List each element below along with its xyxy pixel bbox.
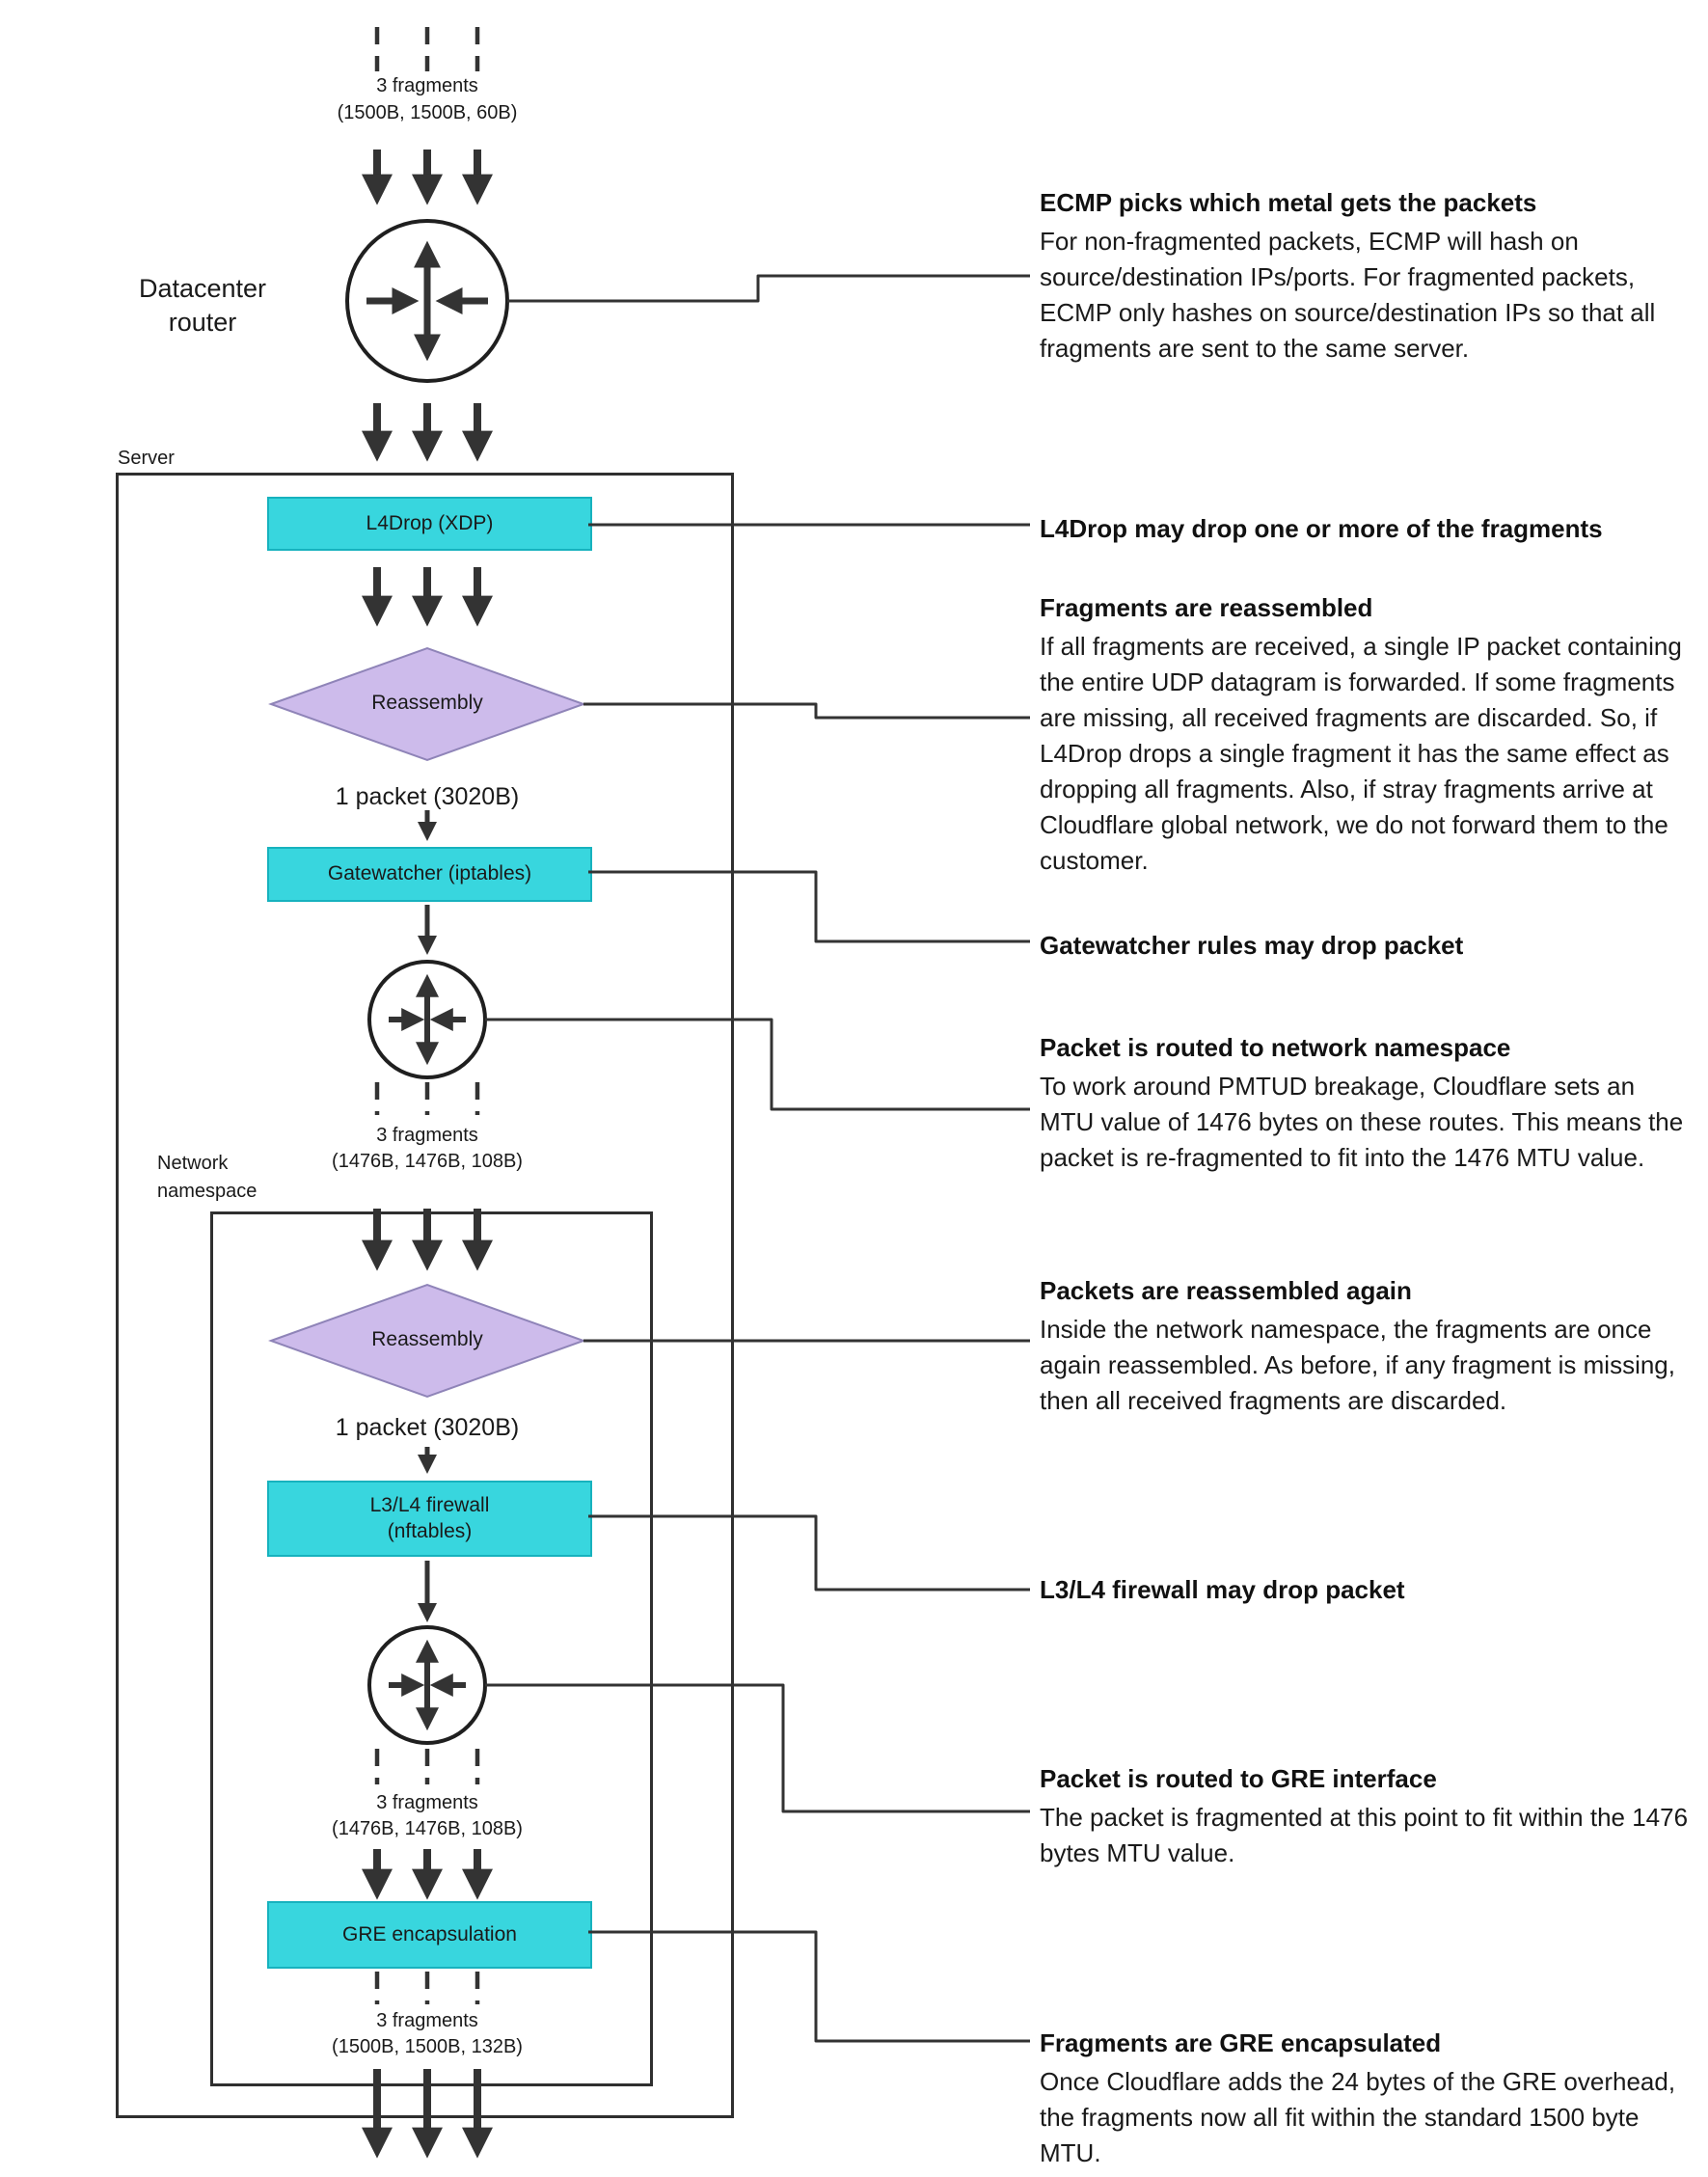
datacenter-router-label: Datacenter router [96, 272, 309, 340]
annotation-gatewatcher: Gatewatcher rules may drop packet [1040, 928, 1695, 963]
output-fragments-count-label: 3 fragments [376, 2010, 478, 2031]
network-namespace-label-line1: Network [157, 1153, 229, 1174]
datacenter-router-label-line1: Datacenter [138, 274, 267, 303]
annotation-ecmp-title: ECMP picks which metal gets the packets [1040, 188, 1537, 217]
annotation-gre-encapsulated: Fragments are GRE encapsulated Once Clou… [1040, 2026, 1695, 2171]
netns-fragments-count-label: 3 fragments [376, 1125, 478, 1146]
datacenter-router-label-line2: router [168, 308, 237, 337]
top-fragments-sizes-label: (1500B, 1500B, 60B) [337, 102, 518, 123]
annotation-gre-encapsulated-title: Fragments are GRE encapsulated [1040, 2028, 1442, 2057]
netns-fragments-sizes-label: (1476B, 1476B, 108B) [332, 1151, 523, 1172]
packet-arrows-into-server [362, 403, 493, 462]
annotation-reassembled-again-title: Packets are reassembled again [1040, 1276, 1412, 1305]
annotation-route-netns-title: Packet is routed to network namespace [1040, 1033, 1511, 1062]
gre-input-fragments-count-label: 3 fragments [376, 1792, 478, 1813]
network-namespace-label-line2: namespace [157, 1181, 258, 1202]
packet-arrows-into-router [362, 150, 493, 205]
annotation-route-netns-body: To work around PMTUD breakage, Cloudflar… [1040, 1072, 1684, 1172]
connector-ecmp [507, 274, 1030, 303]
gatewatcher-label: Gatewatcher (iptables) [327, 862, 532, 885]
annotation-ecmp-body: For non-fragmented packets, ECMP will ha… [1040, 227, 1656, 363]
output-fragments-sizes-label: (1500B, 1500B, 132B) [332, 2036, 523, 2057]
l4drop-label: L4Drop (XDP) [366, 511, 494, 534]
annotation-firewall: L3/L4 firewall may drop packet [1040, 1572, 1695, 1607]
annotation-reassembled-body: If all fragments are received, a single … [1040, 632, 1682, 875]
firewall-label-line2: (nftables) [387, 1519, 473, 1542]
gatewatcher-box: Gatewatcher (iptables) [267, 847, 592, 902]
annotation-ecmp: ECMP picks which metal gets the packets … [1040, 185, 1695, 367]
reassembly-diamond-label-1: Reassembly [371, 692, 483, 714]
annotation-route-gre-body: The packet is fragmented at this point t… [1040, 1803, 1689, 1867]
annotation-reassembled-title: Fragments are reassembled [1040, 593, 1373, 622]
annotation-firewall-title: L3/L4 firewall may drop packet [1040, 1575, 1405, 1604]
annotation-gre-encapsulated-body: Once Cloudflare adds the 24 bytes of the… [1040, 2067, 1676, 2167]
datacenter-router-icon [345, 219, 509, 383]
annotation-gatewatcher-title: Gatewatcher rules may drop packet [1040, 931, 1464, 960]
top-fragments-count-label: 3 fragments [376, 75, 478, 96]
annotation-route-gre-title: Packet is routed to GRE interface [1040, 1764, 1437, 1793]
annotation-reassembled: Fragments are reassembled If all fragmen… [1040, 590, 1695, 879]
l3l4-firewall-box: L3/L4 firewall (nftables) [267, 1481, 592, 1557]
annotation-reassembled-again: Packets are reassembled again Inside the… [1040, 1273, 1695, 1419]
annotation-route-gre: Packet is routed to GRE interface The pa… [1040, 1761, 1695, 1871]
annotation-route-netns: Packet is routed to network namespace To… [1040, 1030, 1695, 1176]
firewall-label-line1: L3/L4 firewall [369, 1494, 490, 1517]
reassembly-diamond-label-2: Reassembly [371, 1328, 483, 1350]
packet-size-label-1: 1 packet (3020B) [335, 783, 520, 810]
annotation-l4drop-title: L4Drop may drop one or more of the fragm… [1040, 514, 1603, 543]
annotation-reassembled-again-body: Inside the network namespace, the fragme… [1040, 1315, 1675, 1415]
network-namespace-label: Network namespace [157, 1150, 312, 1206]
l4drop-box: L4Drop (XDP) [267, 497, 592, 551]
server-box-label: Server [118, 448, 175, 469]
gre-encapsulation-box: GRE encapsulation [267, 1901, 592, 1969]
packet-size-label-2: 1 packet (3020B) [335, 1414, 520, 1441]
annotation-l4drop: L4Drop may drop one or more of the fragm… [1040, 511, 1695, 546]
gre-label: GRE encapsulation [342, 1922, 517, 1946]
network-namespace-box [210, 1211, 653, 2086]
top-fragment-dashes [374, 27, 480, 71]
gre-input-fragments-sizes-label: (1476B, 1476B, 108B) [332, 1818, 523, 1839]
